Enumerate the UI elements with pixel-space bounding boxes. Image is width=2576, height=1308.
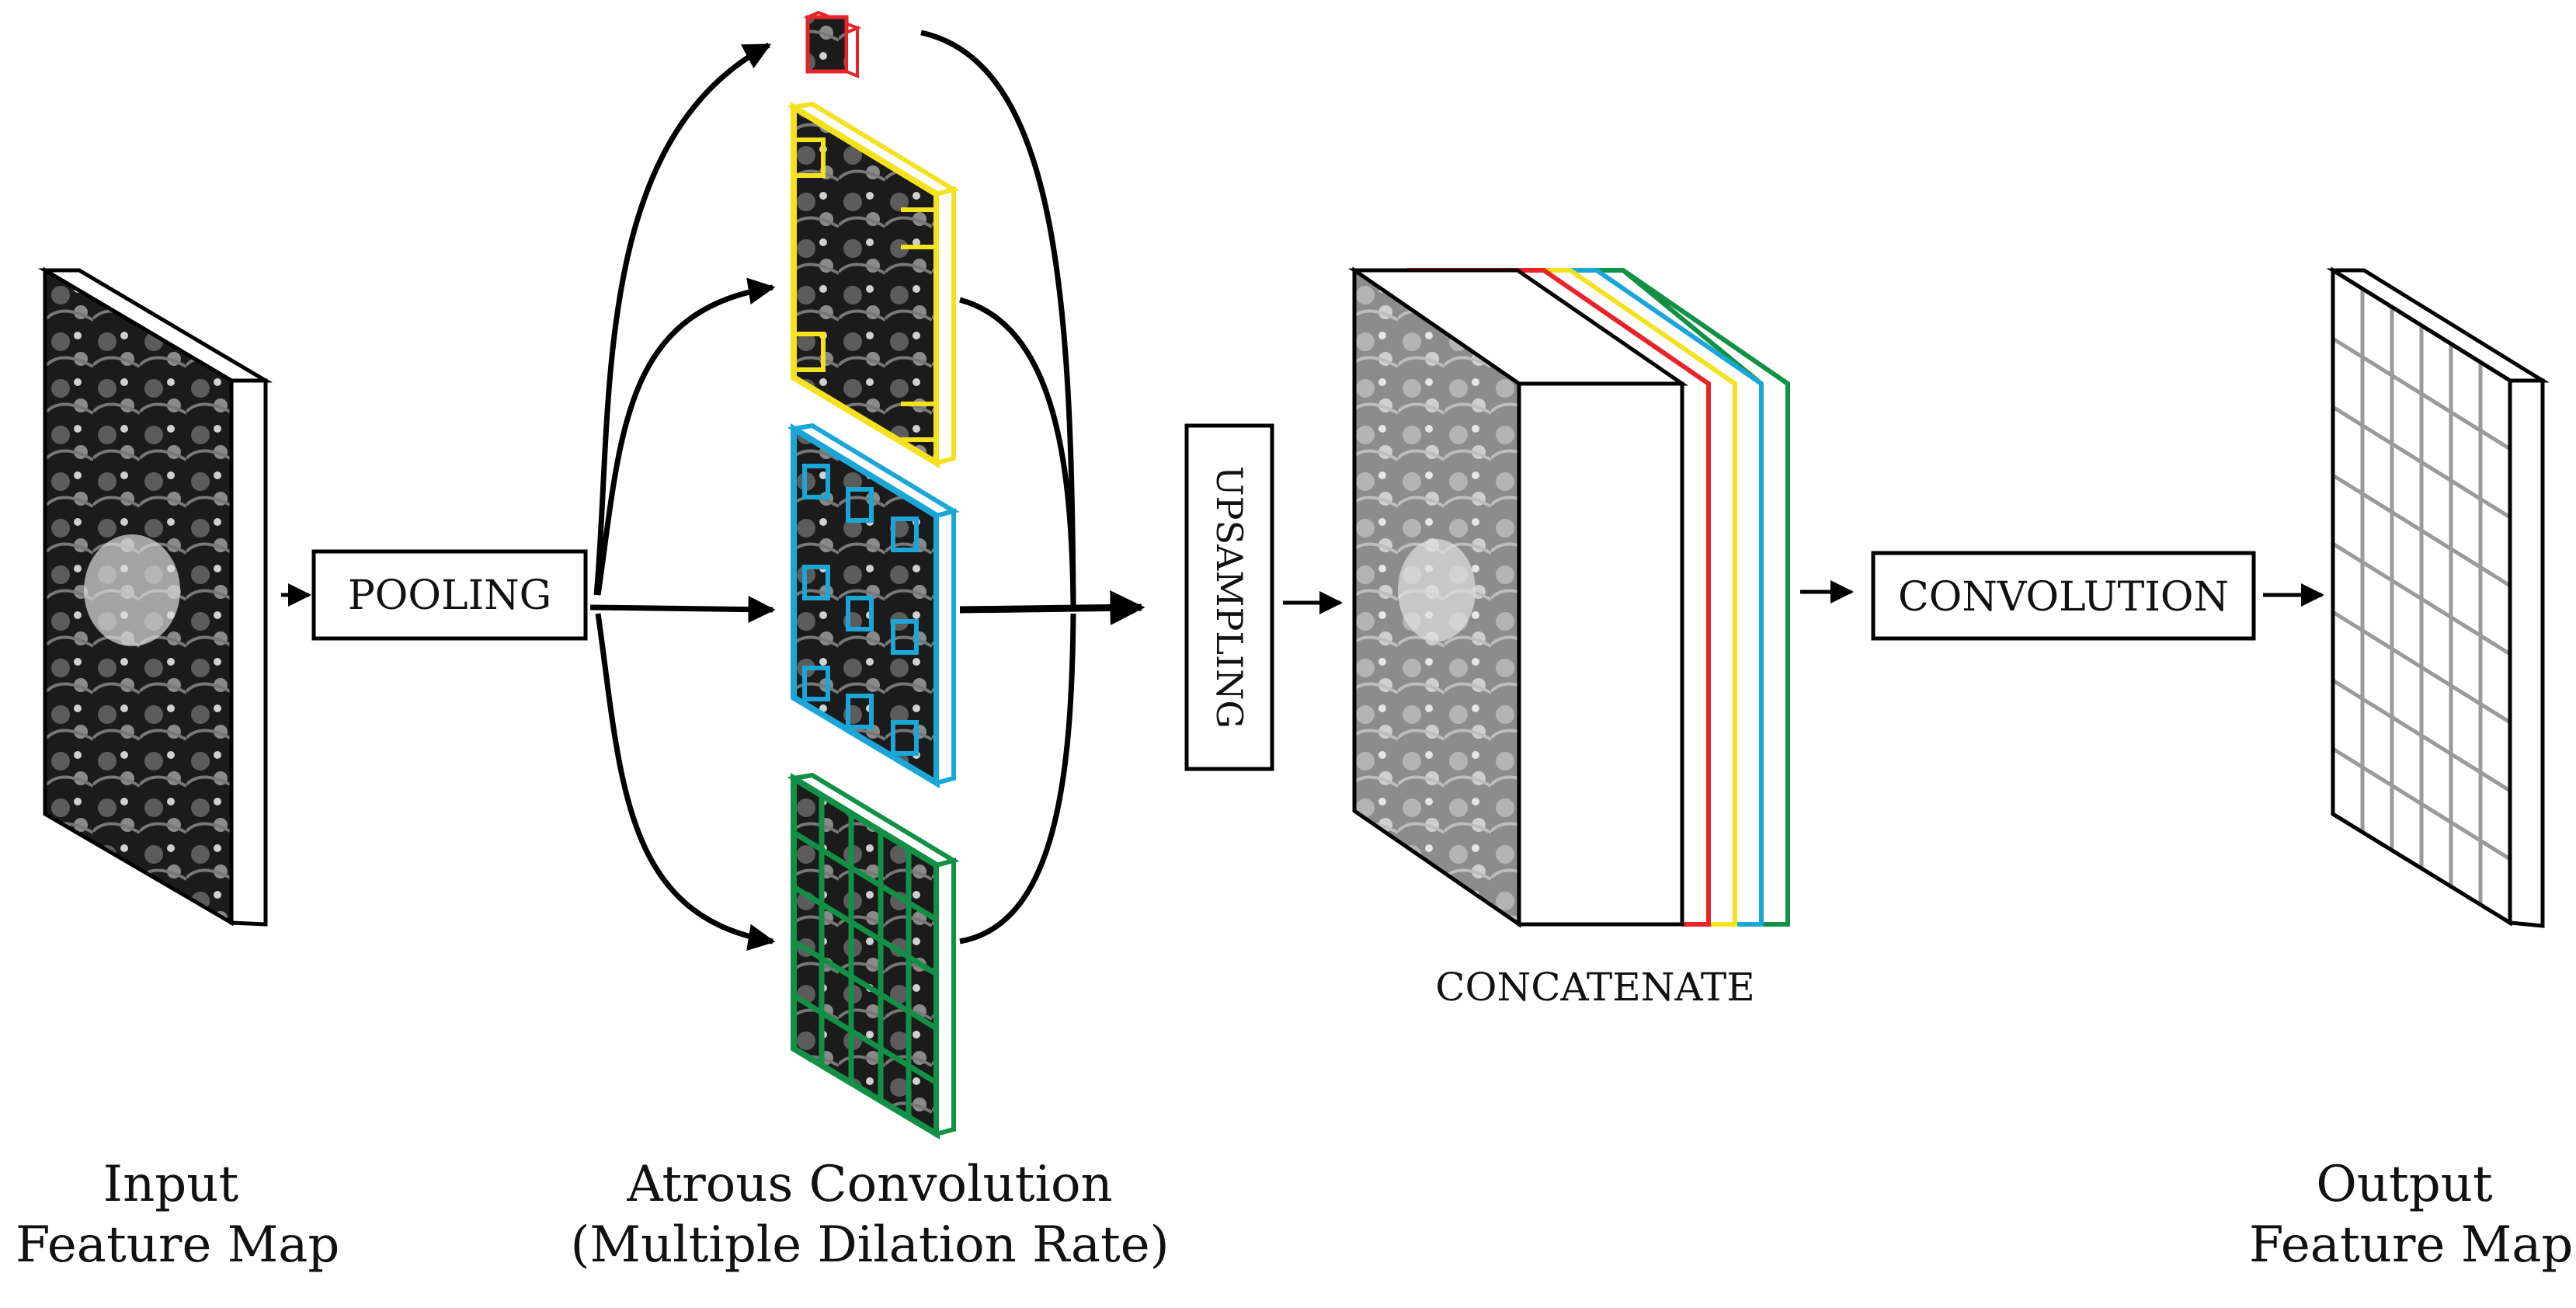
input-caption: Input Feature Map <box>16 1154 340 1275</box>
input-feature-map <box>37 266 273 927</box>
output-map-side-face <box>2508 378 2545 928</box>
mri-slice-icon <box>1398 539 1476 642</box>
convolution-box: CONVOLUTION <box>1871 551 2256 641</box>
upsampling-label: UPSAMPLING <box>1208 466 1250 729</box>
upsampling-box: UPSAMPLING <box>1184 423 1274 771</box>
output-caption-line2: Feature Map <box>2249 1216 2574 1274</box>
kernel-green-map <box>787 772 960 1140</box>
arrow-icon <box>920 30 1076 607</box>
arrow-icon <box>589 596 776 624</box>
output-caption-line1: Output <box>2316 1156 2493 1213</box>
input-caption-line1: Input <box>103 1156 239 1213</box>
arrow-icon <box>593 42 772 596</box>
mri-slice-icon <box>84 534 180 646</box>
concatenate-label: CONCATENATE <box>1435 965 1754 1010</box>
input-map-side-face <box>229 378 268 927</box>
arrow-icon <box>595 613 776 951</box>
output-caption: Output Feature Map <box>2249 1154 2574 1275</box>
atrous-caption-line2: (Multiple Dilation Rate) <box>570 1216 1170 1274</box>
input-caption-line2: Feature Map <box>16 1216 340 1274</box>
arrow-icon <box>959 613 1076 944</box>
kernel-red-cube <box>803 10 862 79</box>
kernel-yellow-map <box>787 101 960 469</box>
kernel-blue-map <box>787 423 960 789</box>
convolution-label: CONVOLUTION <box>1898 574 2229 621</box>
concatenate-stack <box>1347 266 1790 928</box>
pooling-label: POOLING <box>348 572 551 619</box>
branch-arrows <box>589 30 1145 951</box>
output-grid <box>2331 289 2512 905</box>
arrow-icon <box>959 297 1076 607</box>
atrous-caption-line1: Atrous Convolution <box>627 1156 1113 1213</box>
output-feature-map <box>2326 266 2550 928</box>
arrow-icon <box>595 277 776 596</box>
atrous-caption: Atrous Convolution (Multiple Dilation Ra… <box>559 1154 1180 1275</box>
arrow-icon <box>959 590 1145 626</box>
pooling-box: POOLING <box>311 549 588 641</box>
